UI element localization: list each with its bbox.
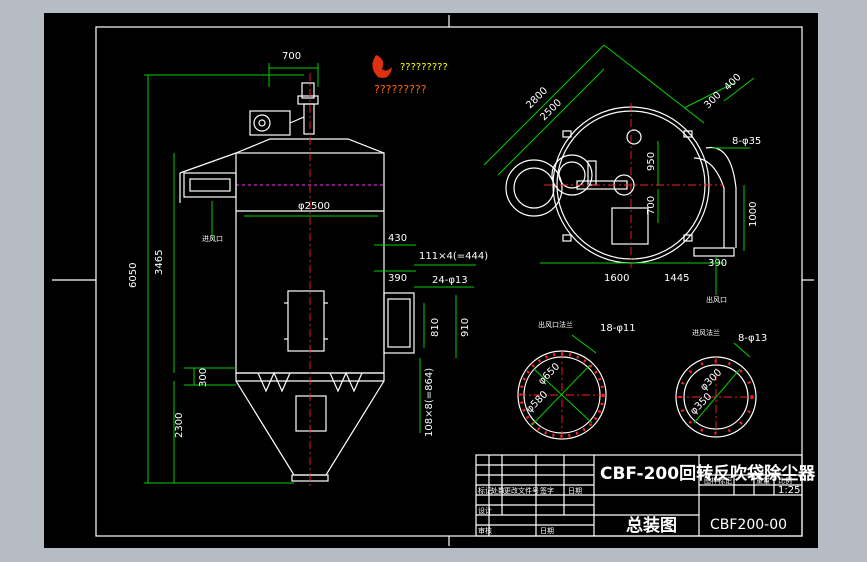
tb-cell-5: 更改文件号: [504, 486, 539, 495]
dim-400: 400: [722, 72, 743, 93]
dim-950: 950: [646, 152, 657, 171]
title-text: CBF-200回转反吹袋除尘器: [600, 463, 816, 484]
outlet-dimensions: 430 390 111×4(=444) 24-φ13 810 910 108×8…: [374, 233, 488, 437]
flange-right-holes: 8-φ13: [738, 333, 767, 344]
tb-cell-3: 标记: [478, 486, 492, 495]
flange-left-d2: φ580: [524, 389, 550, 415]
tb-cell-1: 重量: [756, 477, 770, 485]
tb-cell-10: 日期: [540, 527, 554, 535]
dim-2500: 2500: [538, 97, 564, 123]
flange-left: φ650 φ580 出风口法兰 18-φ11: [517, 320, 636, 440]
dim-390: 390: [708, 258, 727, 269]
dim-2300: 2300: [174, 413, 185, 438]
drawing-sheet: 700 φ2500 6050 3465 2300 300 进风口 430 390…: [44, 13, 818, 548]
dim-700: 700: [282, 51, 301, 62]
drawing-number: CBF200-00: [710, 517, 787, 533]
flange-right: φ300 φ350 进风法兰 8-φ13: [675, 328, 767, 438]
logo-line1: ?????????: [400, 62, 448, 73]
flange-left-holes: 18-φ11: [600, 323, 636, 334]
dim-6050: 6050: [128, 263, 139, 288]
plan-view: [505, 103, 737, 268]
dim-diameter: φ2500: [298, 201, 330, 212]
dim-300: 300: [198, 368, 209, 387]
front-dimensions: 700 φ2500 6050 3465 2300 300 进风口: [128, 51, 378, 484]
note-inlet-flange: 出风口法兰: [538, 320, 573, 329]
holes-top: 111×4(=444): [419, 251, 488, 262]
holes-plan: 8-φ35: [732, 136, 761, 147]
dim-700: 700: [646, 196, 657, 215]
logo: ????????? ?????????: [372, 55, 448, 96]
dim-1600: 1600: [604, 273, 629, 284]
dim-910: 910: [460, 318, 471, 337]
dim-810: 810: [430, 318, 441, 337]
tb-cell-4: 处数: [491, 486, 505, 495]
tb-cell-0: 图样标记: [704, 476, 732, 485]
logo-line2: ?????????: [374, 83, 427, 96]
dim-300: 300: [702, 90, 723, 111]
note-outlet: 出风口: [706, 295, 727, 304]
tb-cell-7: 日期: [568, 487, 582, 495]
front-view: [179, 73, 415, 488]
logo-flame-icon: [372, 55, 392, 78]
plan-dimensions: 2800 2500 300 400 8-φ35 950 700 1600 144…: [483, 44, 761, 304]
holes-side: 24-φ13: [432, 275, 468, 286]
flange-right-d1: φ300: [698, 367, 724, 393]
note-outlet-flange: 进风法兰: [692, 328, 720, 337]
scale: 1:25: [778, 485, 800, 496]
dim-430: 430: [388, 233, 407, 244]
drawing-name: 总装图: [626, 515, 677, 536]
holes-vertical: 108×8(=864): [424, 368, 435, 437]
dim-1445: 1445: [664, 273, 689, 284]
tb-cell-8: 设计: [478, 506, 492, 515]
tb-cell-9: 审核: [478, 526, 492, 535]
cad-drawing: 700 φ2500 6050 3465 2300 300 进风口 430 390…: [52, 15, 816, 546]
dim-1000: 1000: [748, 202, 759, 227]
dim-3465: 3465: [154, 250, 165, 275]
tb-cell-2: 比例: [778, 476, 792, 485]
dim-390: 390: [388, 273, 407, 284]
title-block: CBF-200回转反吹袋除尘器 总装图 CBF200-00 1:25 图样标记 …: [475, 454, 816, 537]
note-inlet: 进风口: [202, 235, 223, 243]
tb-cell-6: 签字: [540, 486, 554, 495]
